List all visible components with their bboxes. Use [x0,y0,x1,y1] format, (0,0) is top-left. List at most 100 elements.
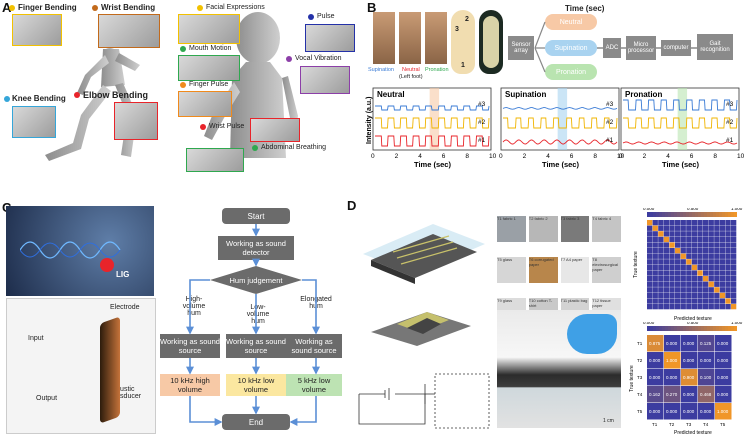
cm-cell [703,270,709,276]
cm-cell [691,242,698,248]
cm-value: 0.000 [683,341,695,346]
colorbar-segment [725,326,728,331]
cm-cell [725,225,731,231]
texture-tile: T4 fabric 4 [592,216,621,242]
cm-cell [658,304,664,310]
cm-cell [691,248,698,254]
cm-cell [703,248,709,254]
wrist-bending-dot [92,5,98,11]
cm-cell [731,242,737,248]
cm-cell [714,276,720,282]
colorbar-segment [647,326,650,331]
cm-cell [647,225,653,231]
cm-cell [664,386,681,403]
x-tick: 2 [523,153,527,160]
cm-cell [681,403,698,420]
elbow-bending-photo [114,102,158,140]
cm-value: 0.125 [700,341,712,346]
wrist-pulse-label: Wrist Pulse [209,123,245,130]
cm-col-label: T5 [720,422,726,427]
cm-cell [669,298,675,304]
cm-cell [663,248,670,254]
lig-label: LIG [116,270,130,279]
cm-cell [731,281,737,287]
end-text: End [248,417,264,427]
x-tick: 6 [690,153,694,160]
glove-hand [567,314,617,354]
cm-cell [725,231,731,237]
cm-cell [658,281,664,287]
cm-cell [647,335,664,352]
vocal-vibration-photo [300,66,350,94]
cm-cell [698,403,715,420]
abdominal-breathing-dot [252,145,258,151]
cm-cell [703,304,709,310]
colorbar-segment [653,212,656,217]
wrist-pulse-photo [250,118,300,142]
cm-value: 1.000 [717,409,729,414]
output-low-text: 10 kHz low volume [237,376,275,394]
colorbar-tick: 0.000 [643,208,655,211]
cm-cell [703,231,709,237]
insole-point-2: 2 [465,16,469,23]
texture-tile: T1 fabric 1 [497,216,526,242]
cm-cell [663,259,670,265]
cm-cell [708,304,714,310]
cm-cell [731,225,737,231]
finger-bending-label: Finger Bending [18,3,77,12]
cm-cell [725,242,731,248]
cm-cell [714,236,720,243]
cm-value: 0.000 [666,341,678,346]
cm-value: 0.000 [683,392,695,397]
cm-col-label: T3 [686,422,692,427]
cm-cell [719,259,726,265]
cm-xlabel: Predicted texture [674,316,712,322]
colorbar-segment [725,212,728,217]
cm-cell [652,298,658,304]
cm-cell [669,236,675,243]
series-label: #1 [726,137,734,144]
cm-cell [698,369,715,386]
cm-cell [731,220,737,226]
cm-cell [715,335,732,352]
neutral-box: Neutral [545,14,597,30]
computer-text: computer [663,45,689,51]
cm-cell [697,248,703,254]
colorbar-segment [734,326,737,331]
cm-cell [686,231,692,237]
y-axis-label: Intensity (a.u.) [366,97,373,144]
cm-cell [714,242,720,248]
cm-cell [703,264,709,271]
adc-text: ADC [605,45,619,51]
colorbar-segment [716,326,719,331]
cm-cell [731,304,737,310]
cm-cell [725,220,731,226]
cm-cell [652,276,658,282]
cm-cell [703,253,709,259]
colorbar-segment [707,326,710,331]
colorbar-segment [674,326,677,331]
cm-xlabel: Predicted texture [674,430,712,436]
cm-cell [680,276,686,282]
cm-cell [675,253,681,259]
finger-pulse-photo [178,91,232,117]
colorbar-segment [695,212,698,217]
cm-cell [686,225,692,231]
cm-col-label: T1 [652,422,658,427]
cm-cell [658,236,664,243]
cm-row-label: T2 [637,358,643,363]
colorbar-segment [662,212,665,217]
cm-row-label: T3 [637,375,643,380]
cm-cell [675,270,681,276]
cm-cell [708,231,714,237]
colorbar-segment [722,326,725,331]
cm-cell [658,248,664,254]
cm-cell [715,386,732,403]
x-tick: 2 [643,153,647,160]
cm-cell [731,287,737,293]
cm-cell [663,281,670,287]
knee-bending-dot [4,96,10,102]
cm-value: 0.000 [700,358,712,363]
cm-cell [714,298,720,304]
cm-cell [714,248,720,254]
